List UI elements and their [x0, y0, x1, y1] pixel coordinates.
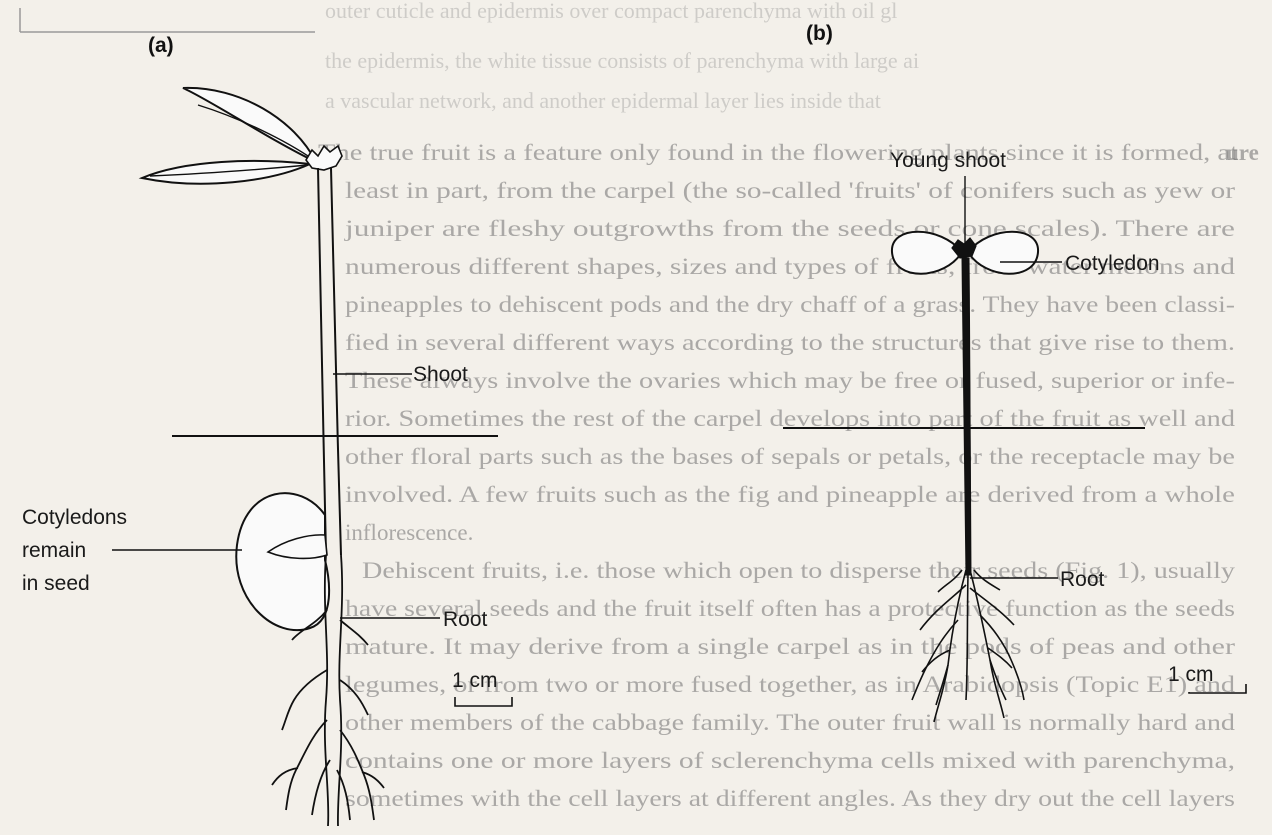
panel-a-scale-label: 1 cm — [452, 669, 498, 692]
bleed-line: pineapples to dehiscent pods and the dry… — [345, 292, 1235, 317]
panel-a-shoot-stem — [318, 168, 341, 555]
bleed-line: least in part, from the carpel (the so-c… — [345, 178, 1235, 203]
bleed-line: fied in several different ways according… — [345, 330, 1235, 355]
bleed-line: other floral parts such as the bases of … — [345, 444, 1235, 469]
panel-a-cotyledons-label-3: in seed — [22, 572, 90, 595]
panel-a-leaves — [142, 88, 342, 184]
panel-a-cotyledons-label-2: remain — [22, 539, 86, 562]
panel-b-young-shoot-label: Young shoot — [890, 149, 1006, 172]
panel-a-root-label: Root — [443, 608, 488, 631]
bleed-line: Dehiscent fruits, i.e. those which open … — [362, 558, 1236, 583]
bleed-line: a vascular network, and another epiderma… — [325, 88, 881, 113]
panel-b-cotyledon-label: Cotyledon — [1065, 252, 1160, 275]
panel-a-cotyledons-label-1: Cotyledons — [22, 506, 127, 529]
panel-a-shoot-label: Shoot — [413, 363, 468, 386]
panel-a-label: (a) — [148, 34, 174, 57]
bleed-line: contains one or more layers of sclerench… — [345, 748, 1235, 773]
bleed-line: the epidermis, the white tissue consists… — [325, 48, 919, 73]
panel-b-scale-label: 1 cm — [1168, 663, 1214, 686]
bleed-line: mature. It may derive from a single carp… — [345, 634, 1235, 659]
panel-a-scale-bar — [455, 697, 512, 706]
panel-a-seed — [236, 493, 329, 630]
bleed-line: These always involve the ovaries which m… — [345, 368, 1235, 393]
bleed-line: other members of the cabbage family. The… — [345, 710, 1236, 735]
bleed-line: inflorescence. — [345, 520, 473, 545]
bleed-line: outer cuticle and epidermis over compact… — [325, 0, 897, 23]
bleed-line: sometimes with the cell layers at differ… — [345, 786, 1235, 811]
bleed-line: involved. A few fruits such as the fig a… — [345, 482, 1235, 507]
bleed-line: The true fruit is a feature only found i… — [318, 140, 1239, 165]
panel-b-label: (b) — [806, 22, 833, 45]
panel-b-root-label: Root — [1060, 568, 1105, 591]
bleed-line: juniper are fleshy outgrowths from the s… — [344, 216, 1235, 241]
